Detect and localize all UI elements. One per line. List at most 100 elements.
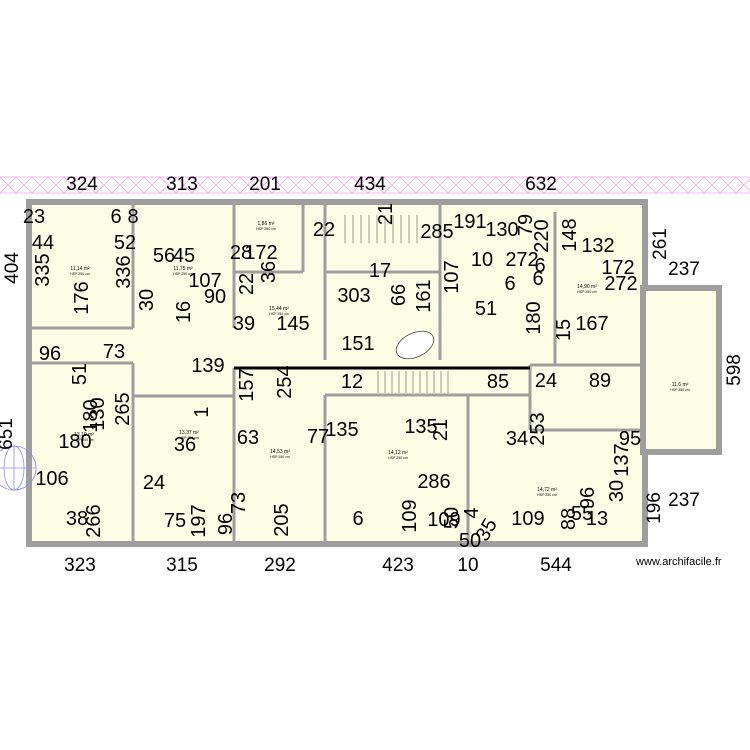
interior-dimension: 266 [83,504,105,537]
interior-dimension: 51 [69,363,91,385]
room-area-label: 13,37 m² [179,430,199,436]
globe-icon [0,445,37,491]
interior-dimension: 66 [388,284,410,306]
room-area-label: 14,90 m² [577,284,597,290]
interior-dimension: 16 [173,301,195,323]
interior-dimension: 95 [619,428,641,450]
room-area-label: 11,14 m² [70,266,90,272]
interior-dimension: 220 [531,219,553,252]
interior-dimension: 335 [32,253,54,286]
interior-dimension: 36 [258,261,280,283]
interior-dimension: 172 [601,257,634,279]
interior-dimension: 96 [577,487,599,509]
interior-dimension: 39 [233,313,255,335]
building-walls [26,199,722,547]
interior-dimension: 36 [174,434,196,456]
interior-dimension: 44 [32,232,54,254]
interior-dimension: 180 [80,399,102,432]
top-dimension: 201 [249,174,281,195]
interior-dimension: 106 [35,468,68,490]
interior-dimension: 176 [71,281,93,314]
interior-dimension: 1 [191,406,213,417]
left-dimension: 404 [2,252,23,284]
bottom-dimension: 323 [64,555,96,576]
room-height-label: HSP 250 cm [179,436,199,440]
room-area-label: 15,44 m² [269,306,289,312]
interior-dimension: 63 [237,427,259,449]
interior-dimension: 172 [244,242,277,264]
interior-dimension: 79 [515,214,537,236]
interior-dimension: 148 [559,218,581,251]
room-height-label: HSP 250 cm [256,227,276,231]
bottom-dimension: 292 [264,555,296,576]
interior-dimension: 96 [215,513,237,535]
interior-dimension: 30 [136,289,158,311]
stairs-lower [377,371,449,393]
interior-dimension: 45 [173,245,195,267]
interior-dimension: 130 [485,219,518,241]
interior-dimension: 130 [87,397,109,430]
interior-dimension: 135 [404,416,437,438]
interior-dimension: 6 [504,273,515,295]
interior-dimension: 28 [230,242,252,264]
left-dimension-labels: 404 651 [0,252,23,450]
interior-dimension: 109 [427,509,460,531]
interior-dimension: 132 [581,235,614,257]
room-area-label: 14,72 m² [537,487,557,493]
right-dimension: 237 [668,490,700,511]
interior-dimension: 17 [369,260,391,282]
interior-dimension: 205 [271,503,293,536]
interior-dimension: 21 [430,419,452,441]
interior-dimension: 30 [606,480,628,502]
room-height-label: HSP 250 cm [670,388,690,392]
interior-dimension: 22 [236,273,258,295]
room-area-label: 14,12 m² [388,450,408,456]
interior-dimension: 151 [341,333,374,355]
interior-dimension: 89 [589,370,611,392]
interior-dimension: 15 [553,319,575,341]
interior-dimension: 34 [506,428,528,450]
interior-dimension: 38 [66,508,88,530]
interior-dimension: 272 [604,273,637,295]
interior-dimension: 75 [164,510,186,532]
interior-dimension: 167 [575,313,608,335]
interior-dimension: 336 [113,255,135,288]
interior-dimension: 21 [375,203,397,225]
interior-dimension: 157 [236,368,258,401]
room-area-label: 11,75 m² [173,266,193,272]
interior-dimension: 50 [459,530,481,552]
interior-dimension: 50 [441,507,463,529]
room-height-label: HSP 250 cm [388,456,408,460]
interior-dimension: 96 [39,343,61,365]
interior-dimension: 24 [535,370,557,392]
brand-watermark: www.archifacile.fr [636,556,722,568]
top-dimension: 434 [354,174,386,195]
bottom-dimension: 544 [540,555,572,576]
interior-dimension: 109 [399,499,421,532]
interior-dimension: 12 [341,371,363,393]
interior-dimension: 265 [112,392,134,425]
interior-dimension: 90 [204,286,226,308]
interior-dimension: 191 [453,211,486,233]
interior-dimension: 272 [505,249,538,271]
interior-dimension: 253 [527,412,549,445]
right-dimension: 196 [644,492,665,524]
room-height-label: HSP 250 cm [173,272,193,276]
interior-dimension: 6 [532,268,543,290]
interior-dimension: 85 [487,371,509,393]
bottom-dimension: 315 [166,555,198,576]
room-area-label: 1,86 m² [258,221,275,227]
left-dimension: 651 [0,418,17,450]
interior-dimension: 52 [114,232,136,254]
interior-dimension: 24 [143,472,165,494]
bottom-dimension: 10 [457,555,478,576]
room-area-label: 11,6 m² [672,382,689,388]
interior-dimension: 303 [337,285,370,307]
interior-dimension: 107 [188,270,221,292]
room-area-label: 14,53 m² [270,449,290,455]
interior-dimension: 55 [571,503,593,525]
right-dimension: 598 [724,354,745,386]
